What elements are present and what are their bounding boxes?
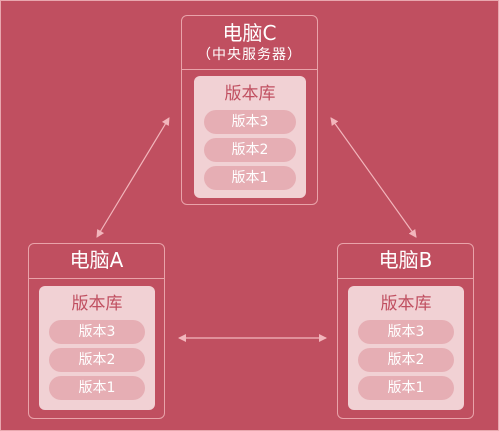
computer-c-version-1: 版本1 (204, 166, 296, 190)
computer-b-version-3: 版本3 (358, 320, 454, 344)
computer-c-repo-title: 版本库 (224, 84, 276, 104)
computer-b-version-2: 版本2 (358, 348, 454, 372)
computer-b-box: 电脑B 版本库 版本3 版本2 版本1 (337, 243, 474, 419)
arrow-c-to-b (330, 117, 417, 238)
arrow-c-to-a (96, 117, 170, 238)
computer-b-repo: 版本库 版本3 版本2 版本1 (348, 286, 464, 410)
computer-b-title: 电脑B (378, 248, 433, 272)
computer-c-box: 电脑C （中央服务器） 版本库 版本3 版本2 版本1 (181, 15, 318, 205)
computer-c-subtitle: （中央服务器） (197, 47, 302, 63)
computer-b-repo-title: 版本库 (380, 294, 432, 314)
computer-a-version-1: 版本1 (49, 376, 145, 400)
computer-c-version-2: 版本2 (204, 138, 296, 162)
computer-a-title: 电脑A (69, 248, 124, 272)
computer-a-version-2: 版本2 (49, 348, 145, 372)
computer-c-version-3: 版本3 (204, 110, 296, 134)
computer-b-version-1: 版本1 (358, 376, 454, 400)
computer-a-box: 电脑A 版本库 版本3 版本2 版本1 (28, 243, 165, 419)
computer-a-repo: 版本库 版本3 版本2 版本1 (39, 286, 155, 410)
computer-c-title: 电脑C (222, 21, 277, 45)
computer-c-header: 电脑C （中央服务器） (182, 16, 317, 70)
computer-a-repo-title: 版本库 (71, 294, 123, 314)
computer-a-version-3: 版本3 (49, 320, 145, 344)
computer-b-header: 电脑B (338, 244, 473, 279)
computer-a-header: 电脑A (29, 244, 164, 279)
computer-c-repo: 版本库 版本3 版本2 版本1 (194, 76, 306, 198)
